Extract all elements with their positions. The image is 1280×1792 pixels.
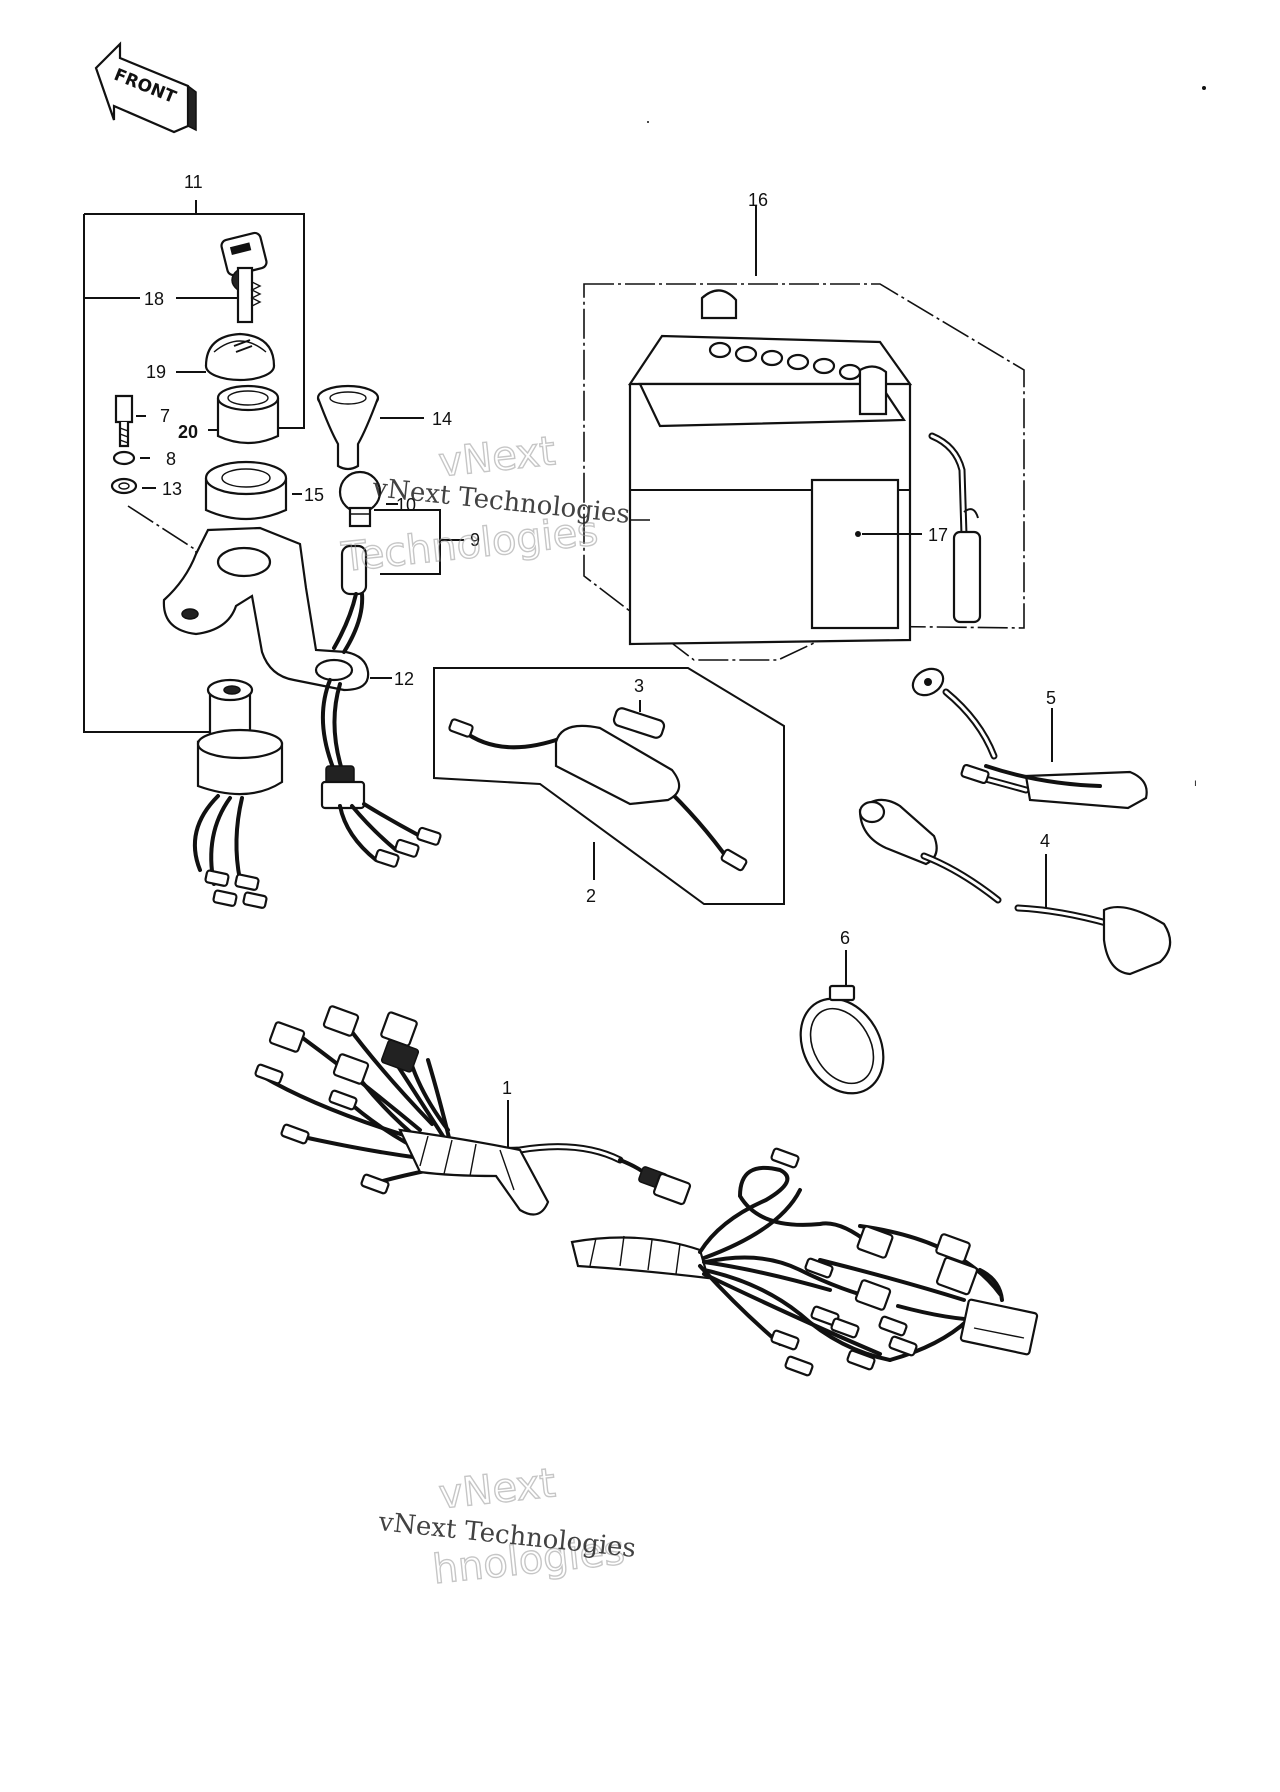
battery-cable-5 <box>911 667 1148 810</box>
label-2: 2 <box>586 886 596 906</box>
label-5: 5 <box>1046 688 1056 708</box>
label-18: 18 <box>144 289 164 309</box>
label-3: 3 <box>634 676 644 696</box>
ignition-switch-group <box>83 200 464 909</box>
ignition-switch <box>192 678 284 909</box>
lamp-socket <box>320 544 442 868</box>
front-arrow: FRONT <box>94 41 197 134</box>
label-15: 15 <box>304 485 324 505</box>
label-1: 1 <box>502 1078 512 1098</box>
breather-tube <box>928 432 982 624</box>
key-18 <box>220 231 268 324</box>
label-4: 4 <box>1040 831 1050 851</box>
ring-20 <box>208 384 280 445</box>
bracket-12 <box>162 526 392 692</box>
fuse-holder-group <box>433 667 785 905</box>
label-19: 19 <box>146 362 166 382</box>
part-labels: 11 18 19 7 20 8 13 15 14 10 9 12 16 17 3… <box>144 172 1056 1098</box>
label-10: 10 <box>396 495 416 515</box>
label-14: 14 <box>432 409 452 429</box>
label-20: 20 <box>178 422 198 442</box>
label-17: 17 <box>928 525 948 545</box>
label-7: 7 <box>160 406 170 426</box>
label-12: 12 <box>394 669 414 689</box>
washer-13 <box>110 477 156 495</box>
label-16: 16 <box>748 190 768 210</box>
label-6: 6 <box>840 928 850 948</box>
watermark-big-1: vNext <box>436 428 557 486</box>
label-9: 9 <box>470 530 480 550</box>
battery-cable-4 <box>858 798 1172 976</box>
cap-19 <box>176 332 276 382</box>
band-6 <box>799 950 885 1095</box>
main-harness-1 <box>254 1005 1039 1377</box>
socket-14 <box>316 384 424 471</box>
speck: ı <box>1194 778 1197 789</box>
speck <box>1202 86 1206 90</box>
washer-8 <box>112 450 150 466</box>
bulb-10 <box>338 470 398 528</box>
battery-cell-caps <box>708 341 862 381</box>
label-8: 8 <box>166 449 176 469</box>
watermark-big-3: vNext <box>437 1460 558 1518</box>
label-11: 11 <box>184 172 203 192</box>
speck <box>647 121 649 123</box>
grommet-15 <box>204 460 302 521</box>
label-13: 13 <box>162 479 182 499</box>
battery-group <box>583 206 1025 661</box>
bolt-7 <box>114 394 146 448</box>
